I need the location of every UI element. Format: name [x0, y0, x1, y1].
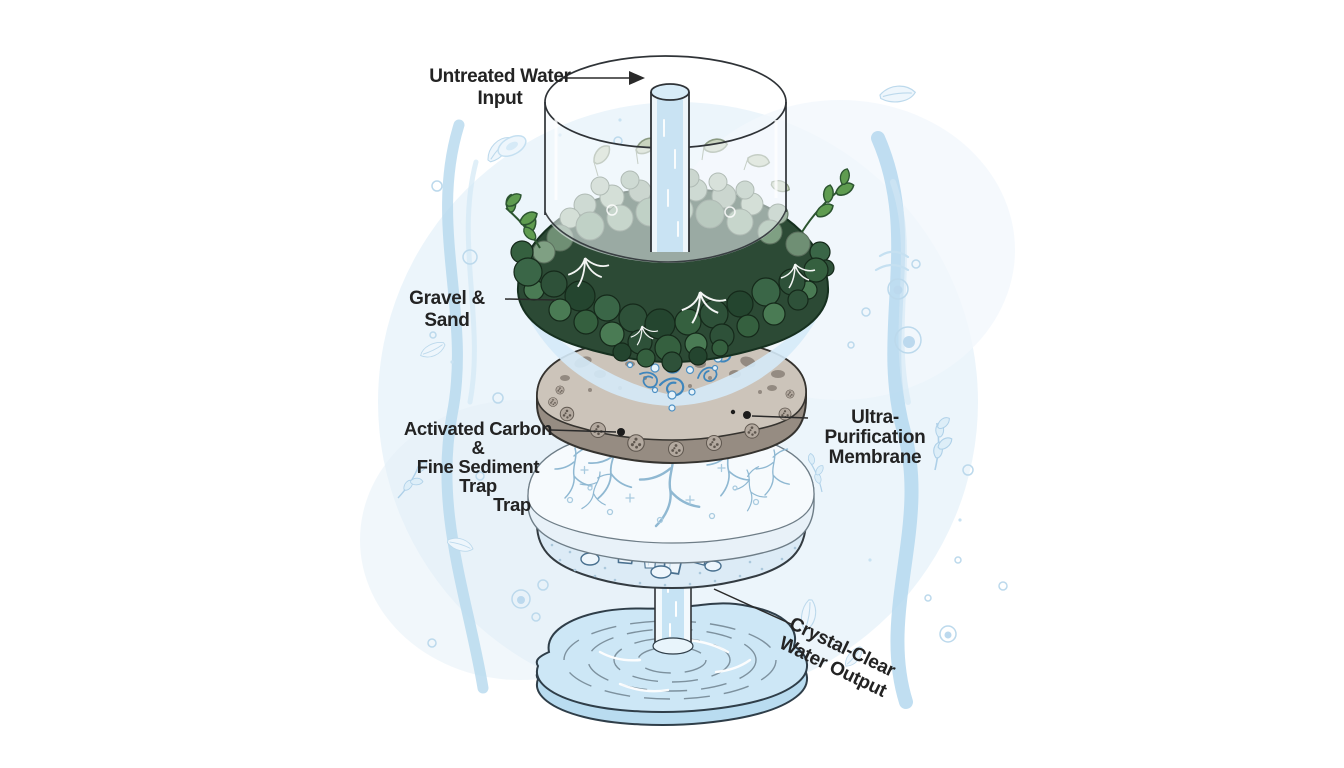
- label-gravel-sand: Gravel & Sand: [409, 288, 485, 331]
- label-activated-carbon: Activated Carbon & Fine Sediment Trap Tr…: [403, 418, 553, 515]
- water-ribbon-right: [871, 131, 919, 709]
- bubbles-filled: [450, 118, 962, 643]
- label-untreated-water-input: Untreated Water Input: [429, 66, 571, 109]
- eye-bubble: [497, 134, 527, 158]
- output-leader-line: [713, 588, 792, 625]
- bubbles: [427, 136, 1008, 648]
- input-arrowhead-icon: [629, 71, 645, 85]
- carbon-leader: [550, 428, 625, 436]
- gravel-leader-line: [504, 298, 557, 301]
- label-ultra-purification-membrane: Ultra-Purification Membrane: [824, 407, 926, 468]
- water-ribbon-left: [441, 119, 489, 694]
- annotations: [504, 71, 809, 625]
- membrane-layer: [527, 428, 815, 564]
- carbon-leader-dot-icon: [617, 428, 625, 436]
- arc-squiggle: [874, 250, 910, 272]
- membrane-leader: [730, 409, 809, 419]
- gravel-layer-front: [510, 240, 835, 373]
- inlet-tube: [650, 83, 690, 252]
- membrane-leader-dot-icon: [743, 411, 751, 419]
- plant-sprig-right: [801, 166, 856, 233]
- plant-sprig-left: [502, 191, 541, 249]
- leaf-sprig: [397, 415, 955, 499]
- input-arrow: [563, 71, 645, 85]
- glass-cylinder-front: [544, 102, 787, 263]
